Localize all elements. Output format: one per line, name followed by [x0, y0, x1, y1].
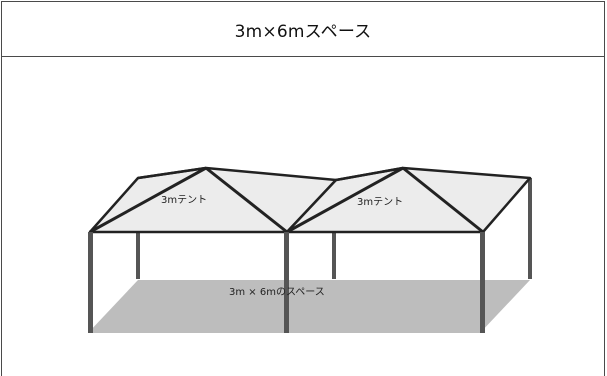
right-tent-roof [285, 166, 532, 234]
space-label: 3m × 6mのスペース [229, 287, 325, 298]
back-post-right [528, 178, 532, 279]
front-post-middle [284, 232, 289, 333]
floor-space [88, 280, 530, 333]
front-post-right [480, 232, 485, 333]
header-title: 3m×6mスペース [234, 21, 372, 42]
left-tent-roof [88, 166, 338, 234]
back-post-left [136, 229, 140, 279]
table-body-cell [1, 56, 605, 376]
tent-right-label: 3mテント [357, 197, 403, 208]
tent-left-label: 3mテント [161, 195, 207, 206]
table-header: 3m×6mスペース [1, 1, 605, 57]
front-post-left [88, 232, 93, 333]
